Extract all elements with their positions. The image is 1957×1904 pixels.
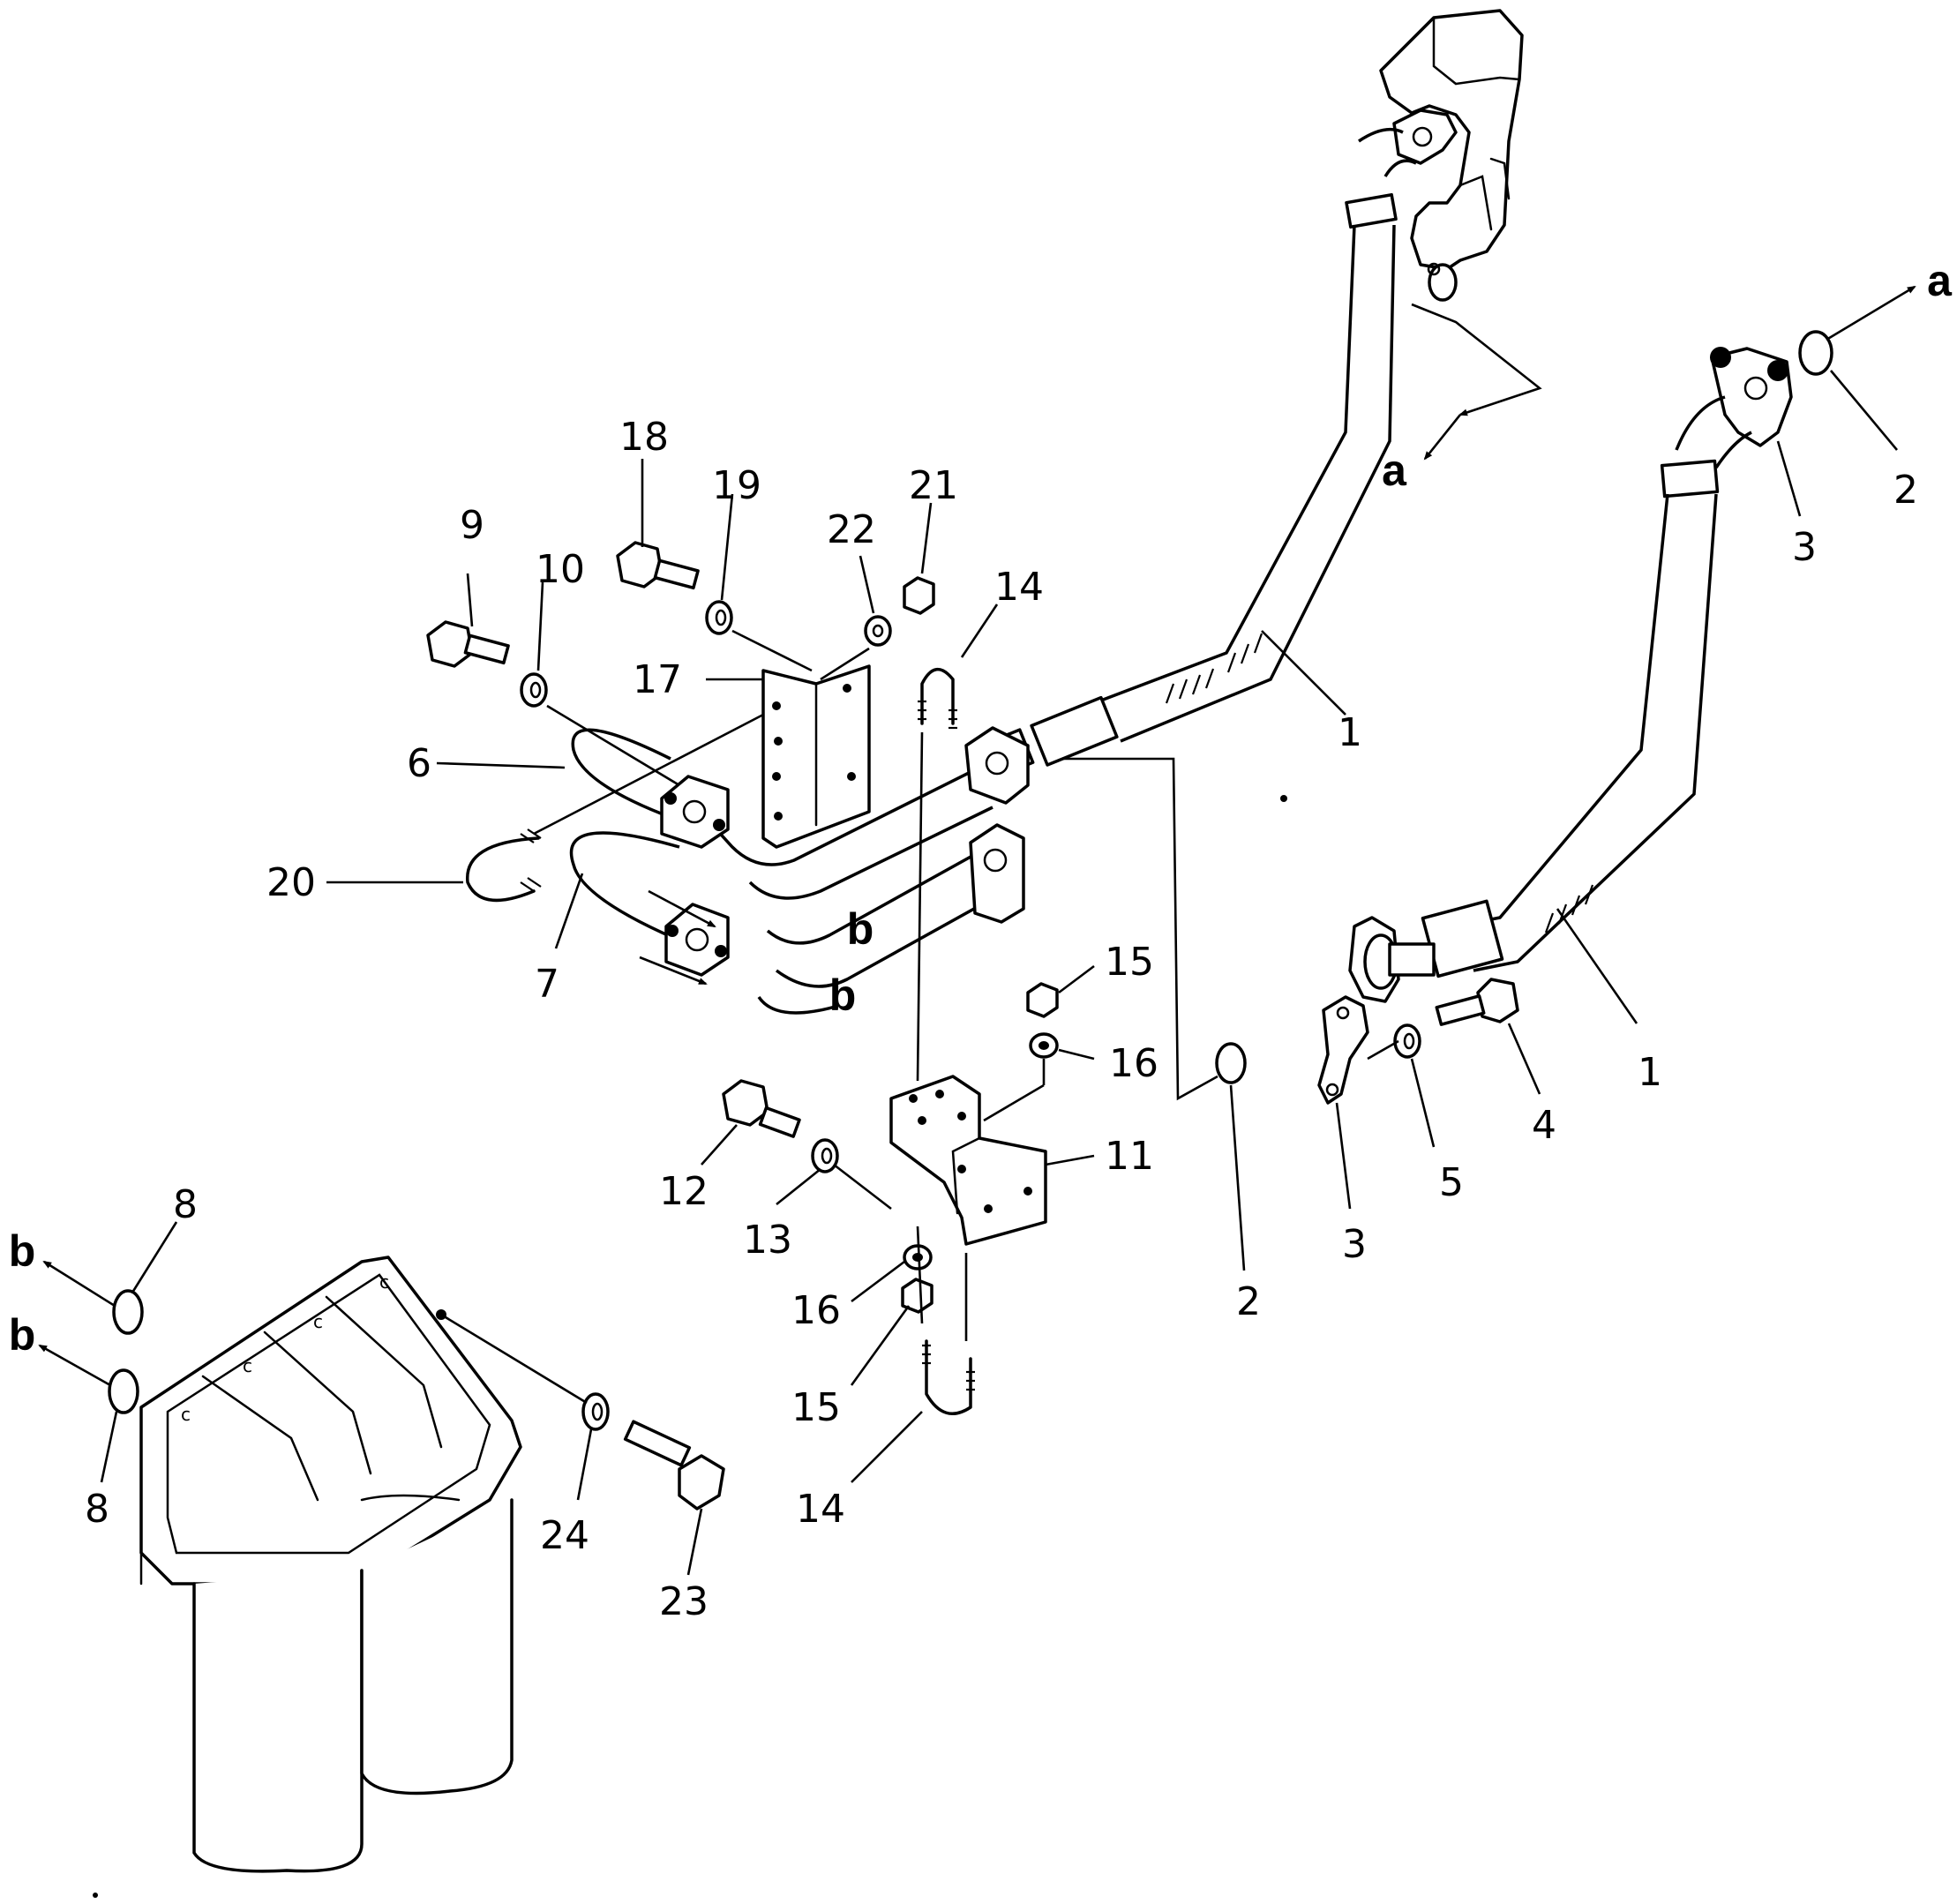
o-ring-2-mid [1215, 1042, 1247, 1084]
washer-16-top [1029, 1032, 1059, 1059]
washer-24 [581, 1392, 610, 1431]
bolt-18 [616, 541, 700, 590]
callouts: 1 1 2 2 3 3 4 5 6 7 8 8 9 10 11 12 13 14… [85, 415, 1918, 1624]
callout-2: 2 [1236, 1279, 1261, 1324]
callout-22: 22 [827, 507, 876, 552]
nut-21 [903, 576, 935, 615]
u-bolt-14-top [918, 668, 957, 730]
u-bolt-20 [466, 828, 542, 903]
ref-b: b [847, 904, 874, 954]
ref-b: b [9, 1310, 36, 1360]
callout-1: 1 [1338, 710, 1362, 755]
callout-2: 2 [1893, 468, 1918, 513]
bracket-11 [889, 1075, 1047, 1246]
bolt-23 [623, 1420, 725, 1510]
callout-4: 4 [1532, 1103, 1556, 1148]
valve-block [1379, 9, 1524, 302]
callout-5: 5 [1439, 1160, 1464, 1205]
callout-16: 16 [1109, 1041, 1158, 1086]
washer-22 [864, 615, 892, 647]
callout-1: 1 [1638, 1050, 1662, 1095]
callout-20: 20 [266, 860, 316, 905]
reference-letters: a a b b b b [9, 256, 1953, 1360]
callout-13: 13 [743, 1218, 792, 1263]
o-ring-8-bottom [108, 1368, 139, 1414]
bracket-17 [761, 664, 871, 849]
pipe-flange-upper-left [660, 775, 730, 849]
svg-text:c: c [379, 1271, 389, 1293]
callout-21: 21 [909, 463, 958, 508]
svg-text:c: c [181, 1404, 191, 1425]
callout-9: 9 [460, 503, 484, 548]
pipe-flange-lower-right [969, 823, 1025, 924]
callout-16: 16 [791, 1288, 841, 1333]
ref-a: a [1382, 446, 1407, 495]
callout-8: 8 [85, 1487, 109, 1532]
o-ring-2-top [1798, 330, 1833, 376]
callout-14: 14 [994, 565, 1044, 610]
callout-7: 7 [535, 962, 559, 1007]
washer-10 [520, 672, 548, 708]
callout-19: 19 [712, 463, 761, 508]
svg-text:c: c [313, 1311, 323, 1332]
pipe-6 [571, 728, 993, 900]
washer-5 [1393, 1023, 1421, 1059]
pipe-7 [569, 831, 1007, 1015]
washer-13 [811, 1138, 839, 1173]
ref-a: a [1927, 256, 1953, 305]
callout-14: 14 [796, 1487, 845, 1532]
split-flange-3 [1317, 995, 1369, 1105]
pipe-flange-upper-right [964, 726, 1030, 805]
hose-1-left [977, 127, 1417, 781]
leader-lines [38, 285, 1916, 1576]
pipe-flange-lower-left [664, 903, 730, 977]
callout-17: 17 [633, 657, 682, 702]
callout-6: 6 [407, 741, 431, 786]
nut-15-top [1026, 982, 1059, 1018]
callout-15: 15 [1105, 940, 1154, 985]
u-bolt-14-bottom [922, 1339, 975, 1415]
ref-b: b [829, 971, 857, 1020]
bolt-12 [722, 1079, 801, 1138]
bolt-9 [426, 620, 510, 668]
filter-assembly: c c c c [139, 1256, 522, 1873]
bolt-4 [1435, 978, 1519, 1026]
ref-b: b [9, 1226, 36, 1276]
callout-18: 18 [619, 415, 669, 460]
svg-text:c: c [243, 1355, 252, 1376]
o-ring-8-top [112, 1289, 144, 1335]
callout-23: 23 [659, 1579, 709, 1624]
callout-15: 15 [791, 1385, 841, 1430]
callout-3: 3 [1792, 525, 1817, 570]
callout-24: 24 [540, 1513, 589, 1558]
callout-8: 8 [173, 1182, 198, 1227]
washer-19 [705, 600, 733, 635]
hose-1-right [1348, 347, 1793, 1003]
callout-3: 3 [1342, 1222, 1367, 1267]
callout-10: 10 [536, 547, 585, 592]
nut-15-bottom [901, 1278, 934, 1314]
callout-11: 11 [1105, 1134, 1154, 1179]
callout-12: 12 [659, 1169, 709, 1214]
